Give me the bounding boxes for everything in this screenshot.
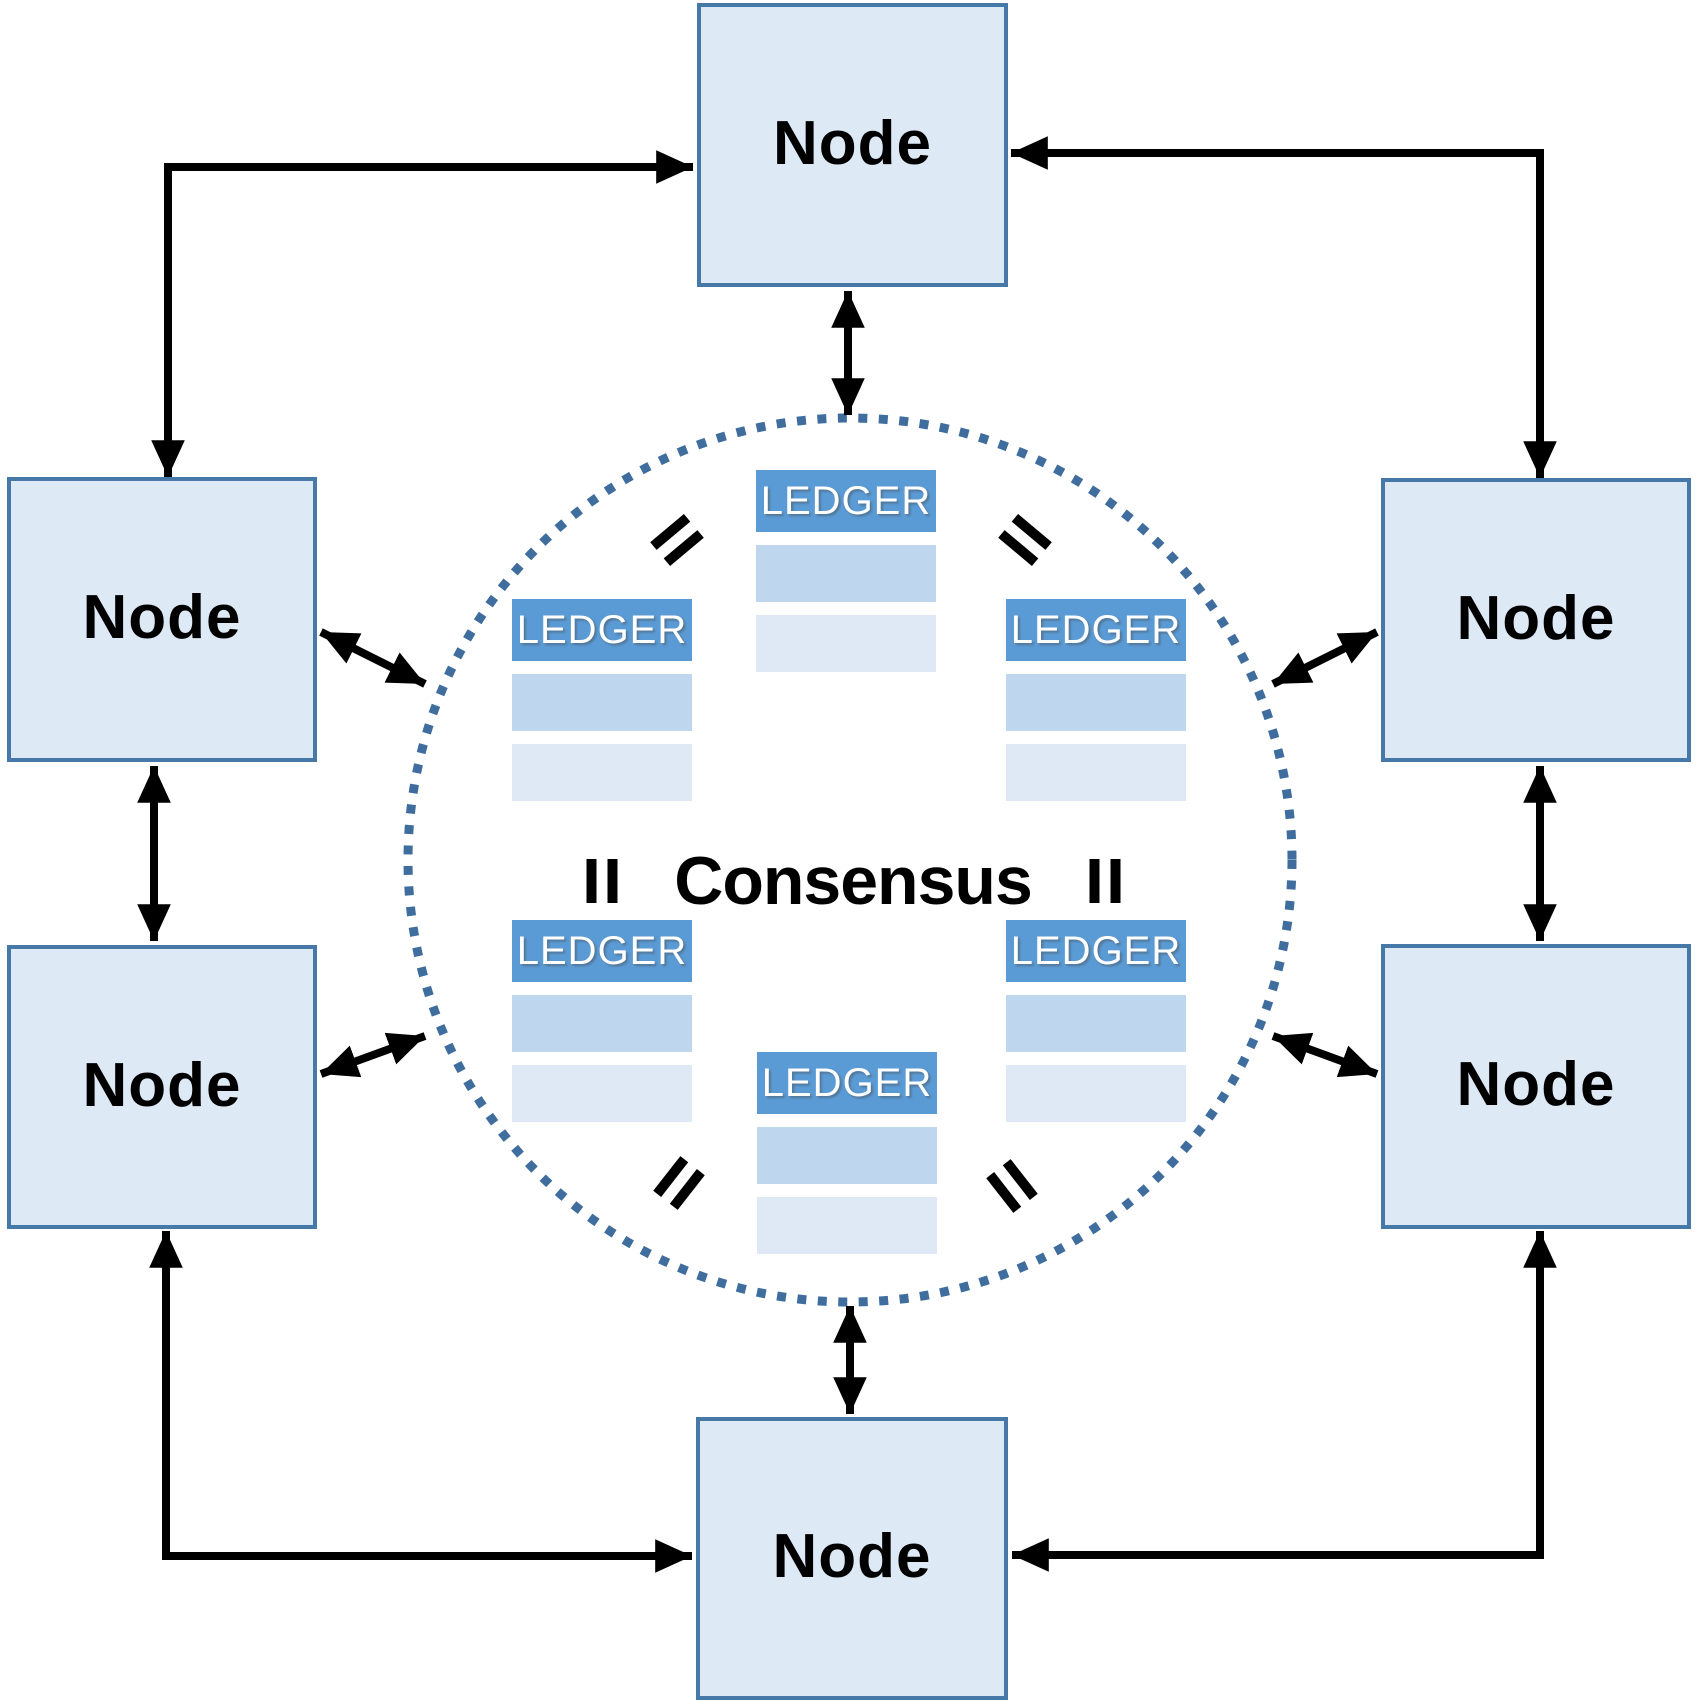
node-label: Node: [1456, 1050, 1616, 1119]
ledger-row: [512, 1065, 692, 1122]
node-label: Node: [773, 108, 932, 178]
equals-bar: [586, 859, 597, 903]
ledger-upper-right: LEDGER: [1006, 599, 1186, 801]
ledger-header: LEDGER: [512, 599, 692, 661]
double-arrow-upper-left-node-circle: [319, 628, 427, 688]
ledger-row: [512, 744, 692, 801]
double-arrow-lower-left-node-circle: [319, 1032, 427, 1078]
double-arrow-upper-right-node-circle: [1271, 628, 1379, 688]
ledger-header: LEDGER: [1006, 599, 1186, 661]
node-box-bottom: Node: [696, 1417, 1008, 1700]
node-label: Node: [1456, 583, 1616, 653]
ledger-row: [757, 1127, 937, 1184]
equals-mark-icon-mid-right: [1089, 859, 1121, 903]
node-box-lower-left: Node: [7, 945, 317, 1229]
ledger-row: [757, 1197, 937, 1254]
node-box-lower-right: Node: [1381, 944, 1691, 1229]
node-box-top: Node: [697, 3, 1008, 287]
ledger-row: [756, 615, 936, 672]
node-label: Node: [82, 1050, 242, 1120]
ledger-lower-left: LEDGER: [512, 920, 692, 1122]
ledger-row: [756, 545, 936, 602]
ledger-row: [1006, 744, 1186, 801]
elbow-arrow-bottom-right: [1011, 1230, 1557, 1572]
node-box-upper-left: Node: [7, 477, 317, 762]
equals-mark-icon-mid-left: [586, 859, 618, 903]
ledger-header: LEDGER: [757, 1052, 937, 1114]
node-box-upper-right: Node: [1381, 478, 1691, 762]
elbow-arrow-bottom-left: [149, 1230, 693, 1573]
consensus-title: Consensus: [674, 843, 1033, 919]
ledger-header: LEDGER: [756, 470, 936, 532]
ledger-row: [512, 674, 692, 731]
ledger-row: [1006, 995, 1186, 1052]
node-label: Node: [772, 1522, 932, 1591]
ledger-row: [1006, 1065, 1186, 1122]
equals-bar: [1110, 859, 1121, 903]
ledger-top-center: LEDGER: [756, 470, 936, 672]
ledger-lower-right: LEDGER: [1006, 920, 1186, 1122]
double-arrow-lower-right-node-circle: [1271, 1032, 1379, 1078]
ledger-row: [1006, 674, 1186, 731]
consensus-dotted-circle-icon: [403, 413, 1297, 1307]
elbow-arrow-top-right: [1010, 136, 1557, 479]
equals-bar: [1089, 859, 1100, 903]
ledger-row: [512, 995, 692, 1052]
equals-bar: [607, 859, 618, 903]
ledger-header: LEDGER: [1006, 920, 1186, 982]
ledger-header: LEDGER: [512, 920, 692, 982]
ledger-upper-left: LEDGER: [512, 599, 692, 801]
ledger-bottom-center: LEDGER: [757, 1052, 937, 1254]
node-label: Node: [82, 583, 242, 652]
elbow-arrow-top-left: [151, 150, 694, 478]
